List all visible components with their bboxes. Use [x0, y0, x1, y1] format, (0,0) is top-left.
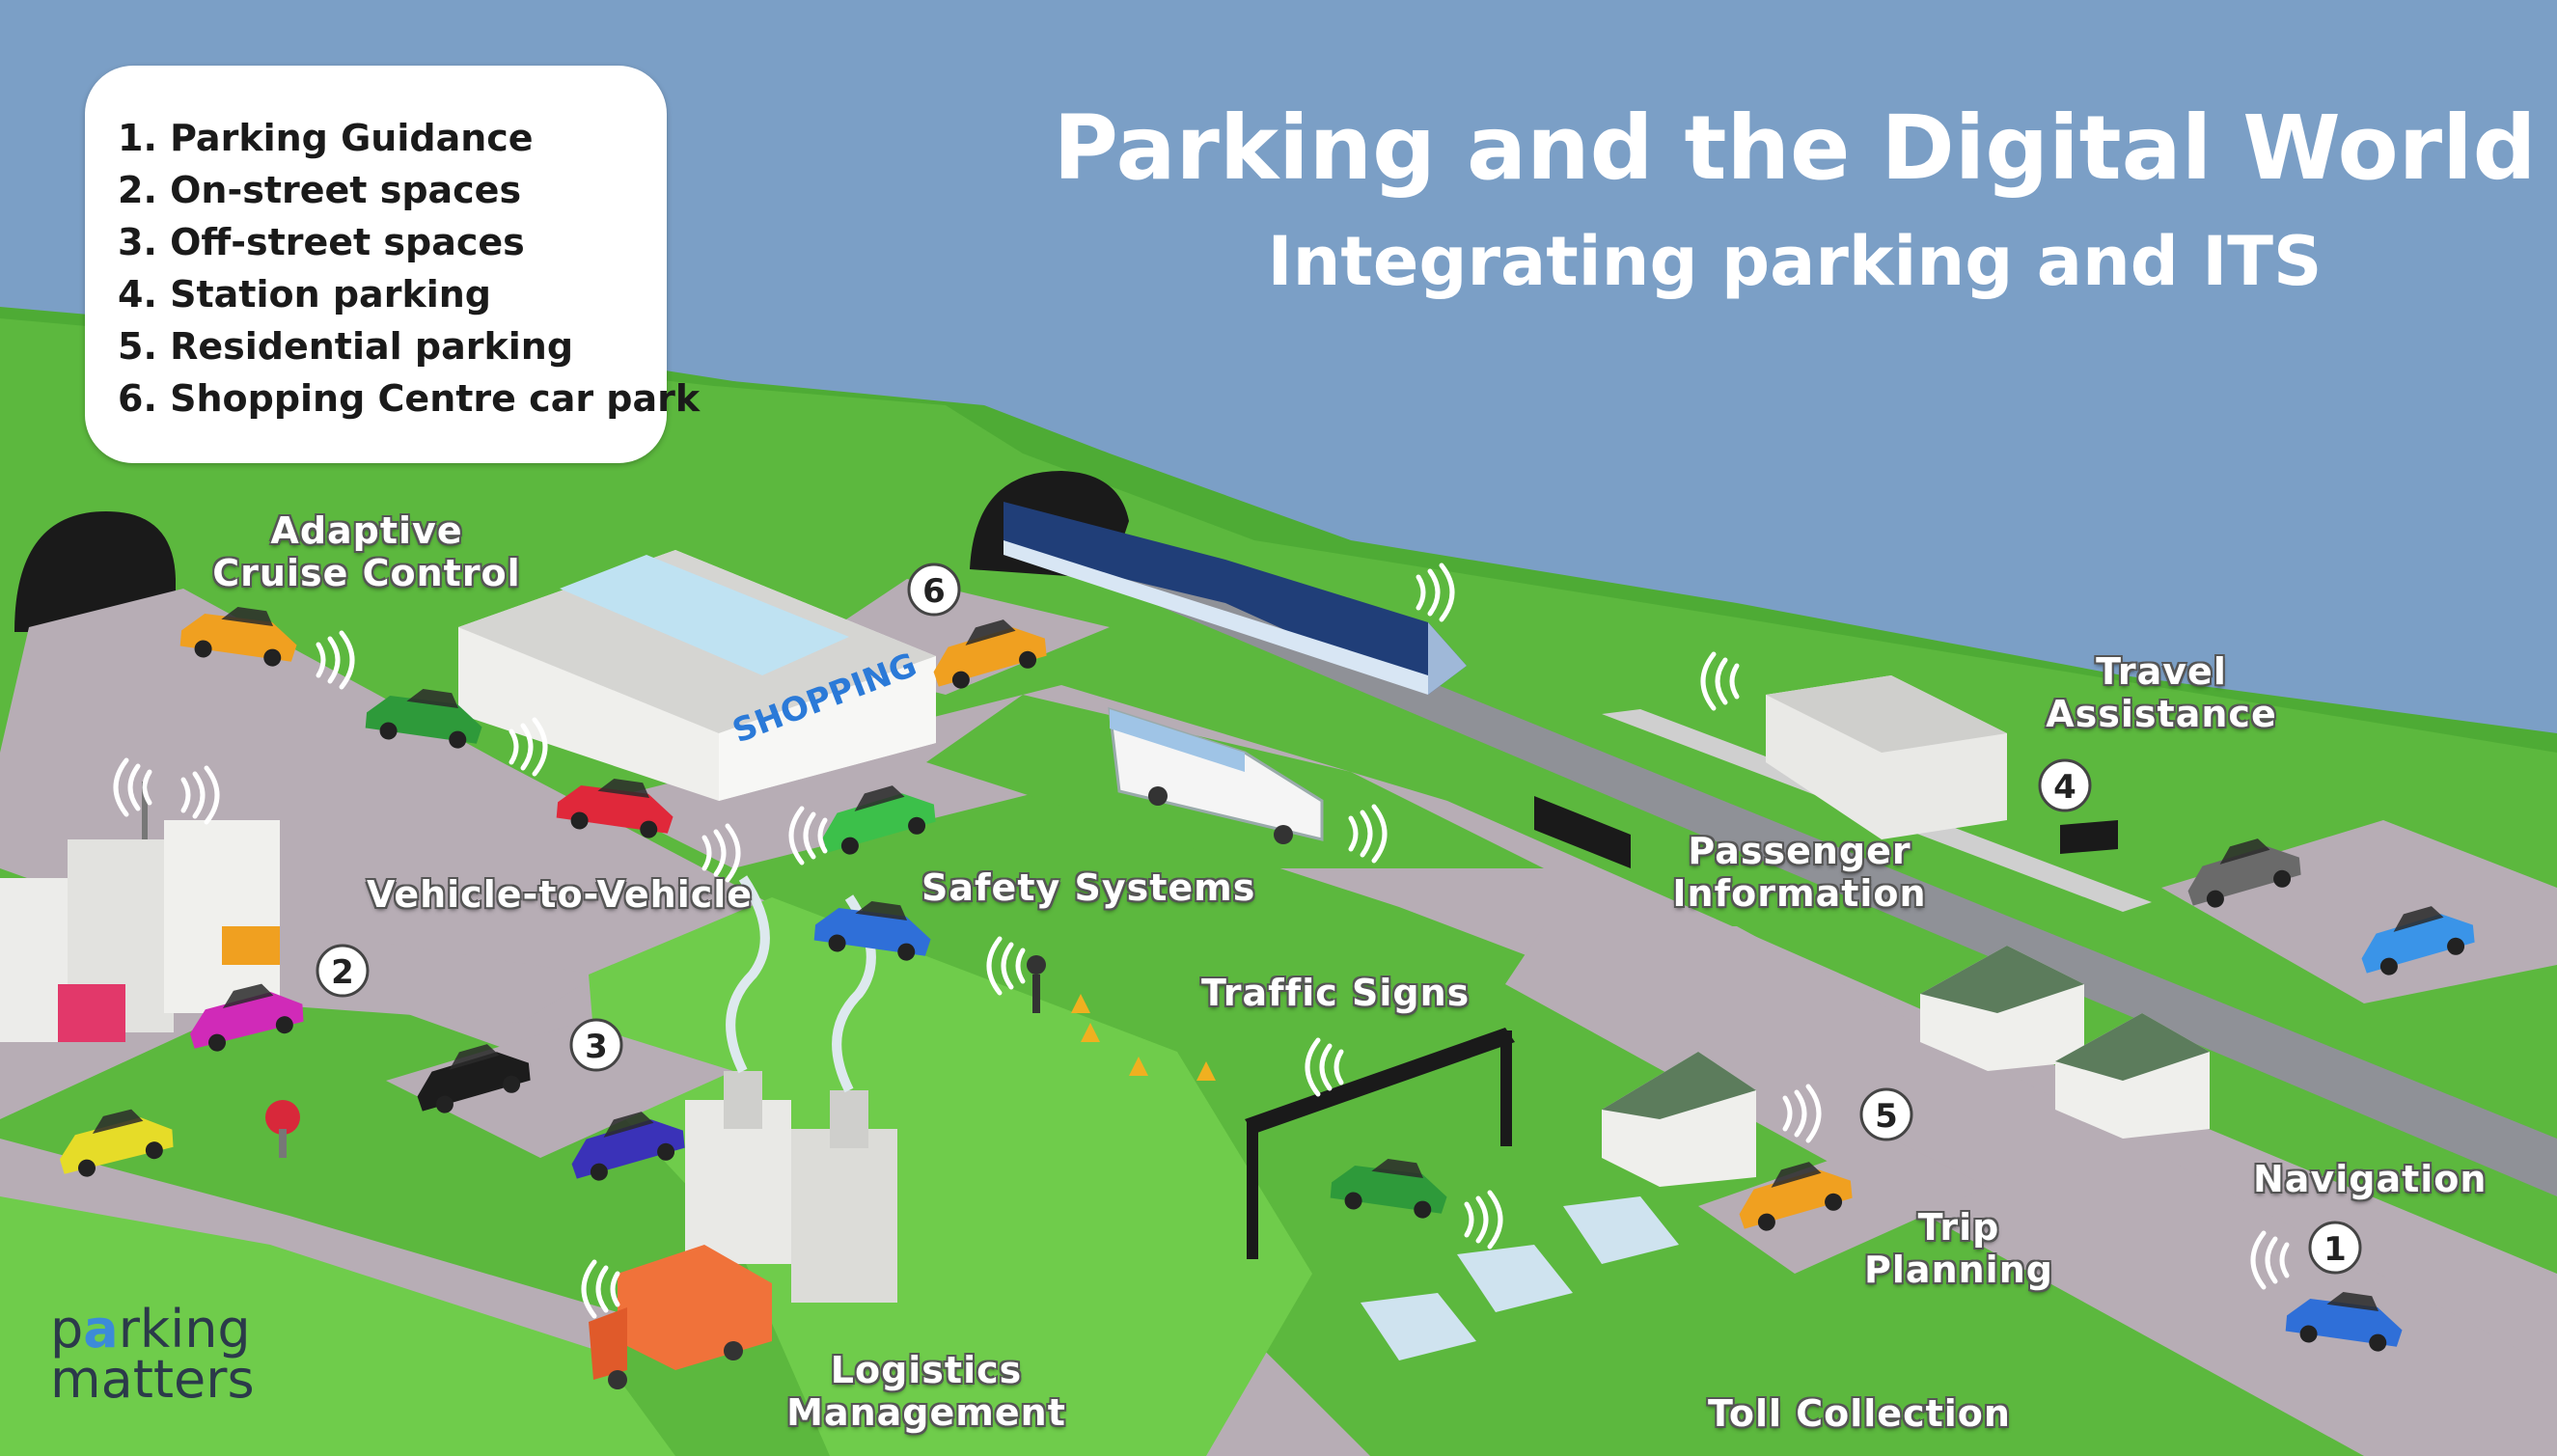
- marker-2: 2: [316, 944, 370, 998]
- label-passenger-information: Passenger Information: [1660, 830, 1939, 915]
- label-line: Trip: [1917, 1206, 2000, 1249]
- label-vehicle-to-vehicle: Vehicle-to-Vehicle: [367, 873, 754, 916]
- svg-text:3: 3: [585, 1028, 608, 1066]
- marker-3: 3: [569, 1018, 623, 1072]
- label-line: Passenger: [1688, 830, 1911, 872]
- label-line: Information: [1672, 872, 1927, 915]
- label-line: Logistics: [830, 1349, 1023, 1391]
- toll-gantry: [1245, 1028, 1679, 1360]
- legend-item: 4. Station parking: [118, 273, 491, 316]
- station-signs: [1534, 796, 2118, 868]
- label-line: Travel: [2096, 650, 2227, 693]
- shops-left: [0, 782, 280, 1042]
- svg-text:6: 6: [922, 572, 946, 611]
- parking-matters-logo: parking matters: [50, 1299, 255, 1410]
- label-line: Planning: [1864, 1249, 2053, 1291]
- svg-text:1: 1: [2323, 1230, 2347, 1269]
- shopping-centre: [458, 550, 936, 801]
- train: [1004, 502, 1467, 695]
- label-traffic-signs: Traffic Signs: [1201, 972, 1471, 1014]
- logo-line-2: matters: [50, 1349, 255, 1410]
- legend-item: 1. Parking Guidance: [118, 117, 534, 159]
- marker-5: 5: [1859, 1087, 1913, 1141]
- logo-line-1: parking: [50, 1299, 251, 1360]
- svg-text:2: 2: [331, 953, 354, 992]
- marker-4: 4: [2038, 758, 2092, 812]
- page-title: Parking and the Digital World: [1053, 96, 2537, 200]
- truck: [589, 1245, 772, 1389]
- legend-item: 3. Off-street spaces: [118, 221, 525, 263]
- page-subtitle: Integrating parking and ITS: [1267, 222, 2323, 301]
- label-trip-planning: Trip Planning: [1853, 1206, 2065, 1291]
- marker-1: 1: [2308, 1221, 2362, 1275]
- legend-item: 5. Residential parking: [118, 325, 574, 368]
- label-toll-collection: Toll Collection: [1708, 1392, 2011, 1435]
- parking-lot-residential: [1698, 1139, 1988, 1274]
- marker-6: 6: [907, 563, 961, 617]
- station-building: [1766, 675, 2007, 839]
- label-travel-assistance: Travel Assistance: [2026, 650, 2296, 735]
- traffic-cones: [265, 955, 1216, 1158]
- svg-text:5: 5: [1875, 1097, 1898, 1136]
- legend-item: 6. Shopping Centre car park: [118, 377, 701, 420]
- factory: [685, 875, 897, 1303]
- legend-list: 1. Parking Guidance 2. On-street spaces …: [85, 66, 701, 425]
- legend-item: 2. On-street spaces: [118, 169, 522, 211]
- label-navigation: Navigation: [2253, 1158, 2488, 1200]
- label-logistics-management: Logistics Management: [772, 1349, 1081, 1434]
- houses: [1602, 946, 2210, 1187]
- label-adaptive-cruise-control: Adaptive Cruise Control: [193, 509, 540, 594]
- legend-box: 1. Parking Guidance 2. On-street spaces …: [85, 66, 701, 463]
- grass-bottom-left: [0, 1196, 675, 1456]
- label-line: Management: [786, 1391, 1066, 1434]
- label-line: Cruise Control: [212, 552, 521, 594]
- label-line: Assistance: [2046, 693, 2277, 735]
- label-safety-systems: Safety Systems: [921, 866, 1256, 909]
- label-line: Adaptive: [270, 509, 463, 552]
- bus: [1108, 706, 1324, 844]
- svg-text:4: 4: [2053, 768, 2076, 807]
